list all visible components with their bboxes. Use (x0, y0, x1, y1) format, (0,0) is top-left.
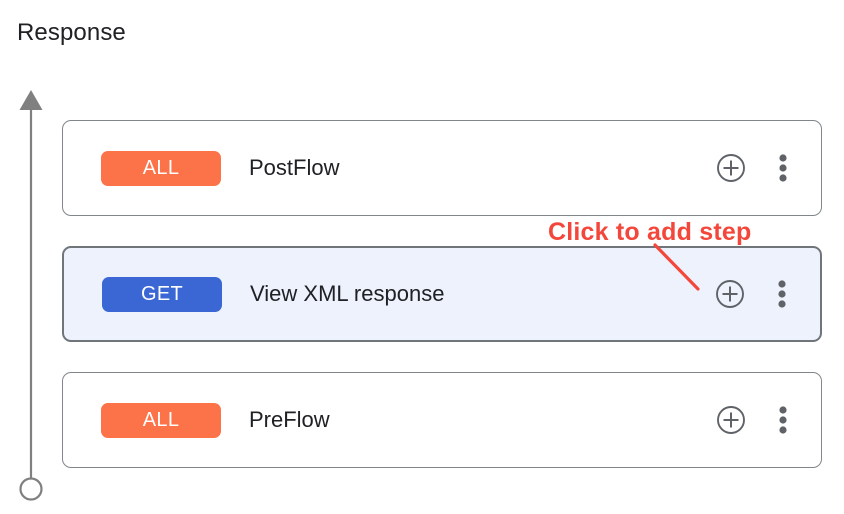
flow-step-list: ALL PostFlow GET View XML response (62, 120, 822, 468)
row-label: View XML response (250, 281, 445, 306)
more-vertical-icon[interactable] (766, 278, 798, 310)
more-vertical-icon[interactable] (767, 152, 799, 184)
more-vertical-icon[interactable] (767, 404, 799, 436)
plus-circle-icon[interactable] (715, 404, 747, 436)
plus-circle-icon[interactable] (715, 152, 747, 184)
method-badge: ALL (101, 402, 221, 438)
row-actions (715, 404, 799, 436)
row-actions (715, 152, 799, 184)
method-badge: ALL (101, 150, 221, 186)
page-title: Response (17, 19, 126, 46)
method-badge: GET (102, 276, 222, 312)
row-label: PreFlow (249, 407, 330, 432)
table-row[interactable]: ALL PostFlow (62, 120, 822, 216)
row-actions (714, 278, 798, 310)
table-row[interactable]: ALL PreFlow (62, 372, 822, 468)
annotation-label: Click to add step (548, 218, 752, 246)
flow-direction-axis (10, 80, 54, 505)
plus-circle-icon[interactable] (714, 278, 746, 310)
row-label: PostFlow (249, 155, 340, 180)
flow-direction-arrow-icon (19, 90, 43, 501)
table-row[interactable]: GET View XML response (62, 246, 822, 342)
